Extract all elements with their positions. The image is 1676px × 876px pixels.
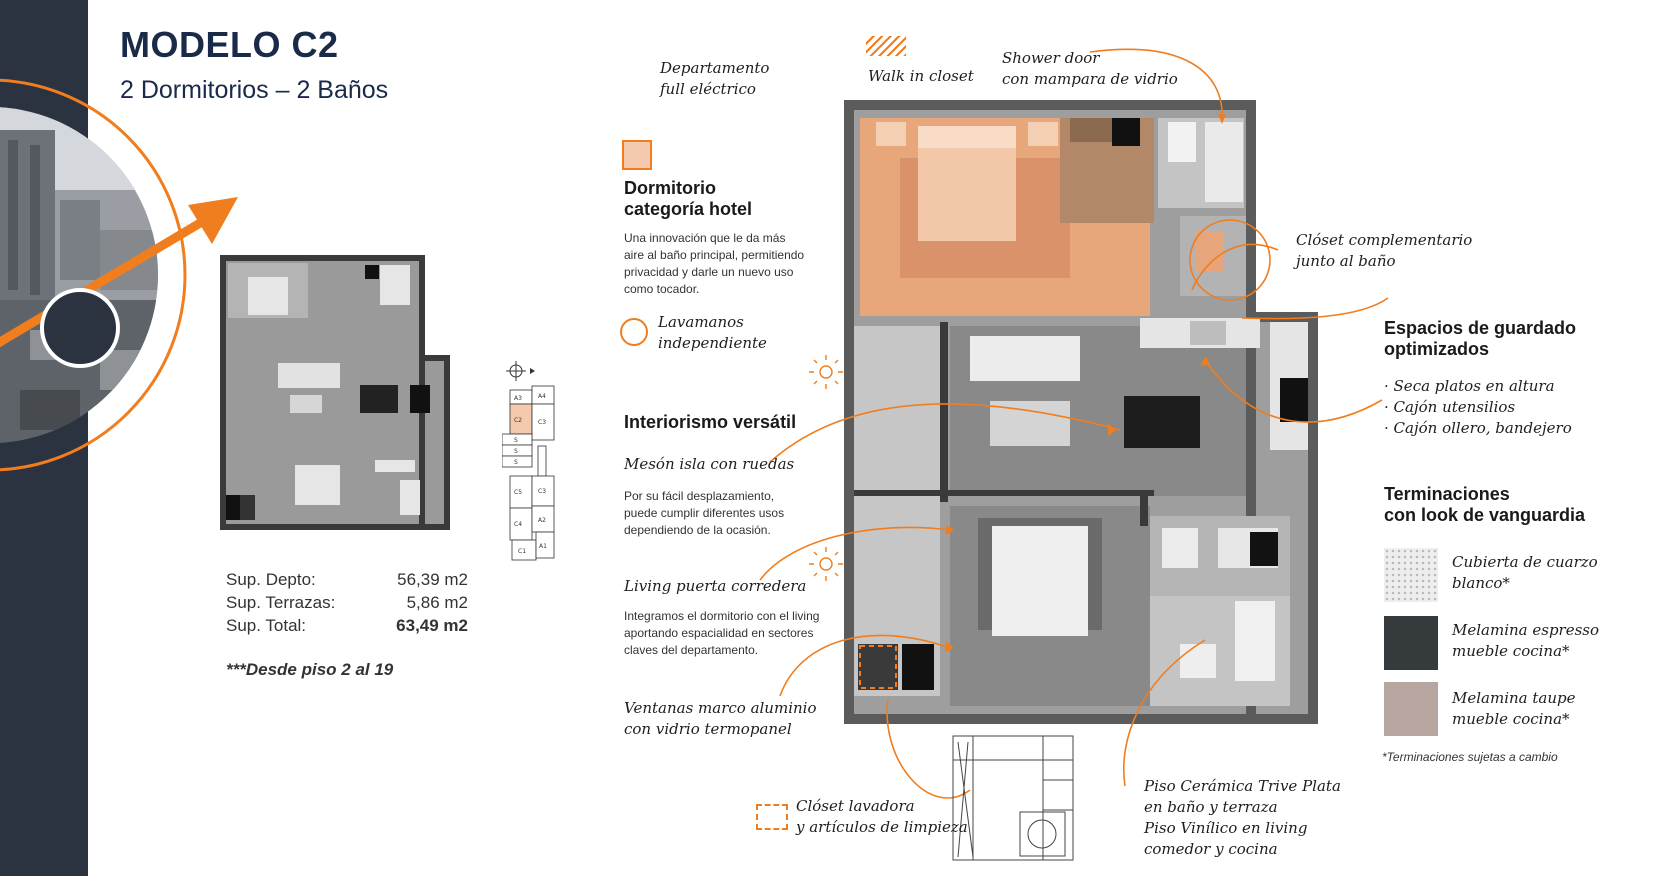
keyplan-label: A2	[538, 517, 546, 524]
keyplan-label: C3	[538, 419, 546, 426]
floors-note: ***Desde piso 2 al 19	[226, 660, 394, 679]
area-row: Sup. Total: 63,49 m2	[226, 616, 468, 635]
area-row: Sup. Depto: 56,39 m2	[226, 570, 468, 589]
keyplan-label: S	[514, 448, 518, 455]
keyplan-label: C1	[518, 548, 526, 555]
decorative-arc	[0, 78, 238, 472]
walk-in-closet-label: Walk in closet	[868, 67, 974, 85]
espresso-swatch	[1384, 616, 1438, 670]
keyplan-label: C3	[538, 488, 546, 495]
keyplan-label: A3	[514, 395, 522, 402]
meson-label: Mesón isla con ruedas	[624, 455, 795, 473]
key-plan: A3 A4 C2 C3 S S S C5 C3 C4 A2 C1 A1	[502, 361, 555, 561]
page-title: MODELO C2	[120, 24, 339, 65]
keyplan-label: S	[514, 459, 518, 466]
closet-lavadora-dashed-icon	[756, 804, 788, 830]
interiorismo-title: Interiorismo versátil	[624, 412, 797, 432]
meson-description: Por su fácil desplazamiento,puede cumpli…	[624, 489, 785, 537]
washer-sketch	[952, 735, 1074, 861]
keyplan-label: A1	[539, 543, 547, 550]
keyplan-label: A4	[538, 393, 546, 400]
list-item: · Seca platos en altura	[1384, 377, 1555, 395]
walk-in-closet-hatch-icon	[866, 36, 906, 56]
lavamanos-circle-icon	[620, 318, 648, 346]
area-row: Sup. Terrazas: 5,86 m2	[226, 593, 468, 612]
arrow-icon	[188, 197, 238, 244]
guardado-list: · Seca platos en altura · Cajón utensili…	[1384, 376, 1572, 439]
living-puerta-label: Living puerta corredera	[624, 577, 807, 595]
keyplan-label: C2	[514, 417, 522, 424]
page-subtitle: 2 Dormitorios – 2 Baños	[120, 76, 389, 104]
hotel-bedroom-swatch-icon	[622, 140, 652, 170]
finishes-note: *Terminaciones sujetas a cambio	[1382, 750, 1558, 764]
list-item: · Cajón ollero, bandejero	[1384, 419, 1572, 437]
north-arrow-icon	[530, 368, 535, 374]
list-item: · Cajón utensilios	[1384, 398, 1516, 416]
sun-icon	[809, 355, 843, 581]
quartz-swatch	[1384, 548, 1438, 602]
small-floor-plan	[220, 255, 450, 530]
taupe-swatch	[1384, 682, 1438, 736]
keyplan-label: C5	[514, 489, 522, 496]
city-photo	[0, 107, 158, 443]
lavamanos	[1195, 231, 1223, 271]
main-floor-plan	[844, 100, 1318, 724]
keyplan-label: C4	[514, 521, 522, 528]
keyplan-label: S	[514, 437, 518, 444]
area-table: Sup. Depto: 56,39 m2 Sup. Terrazas: 5,86…	[226, 568, 468, 637]
